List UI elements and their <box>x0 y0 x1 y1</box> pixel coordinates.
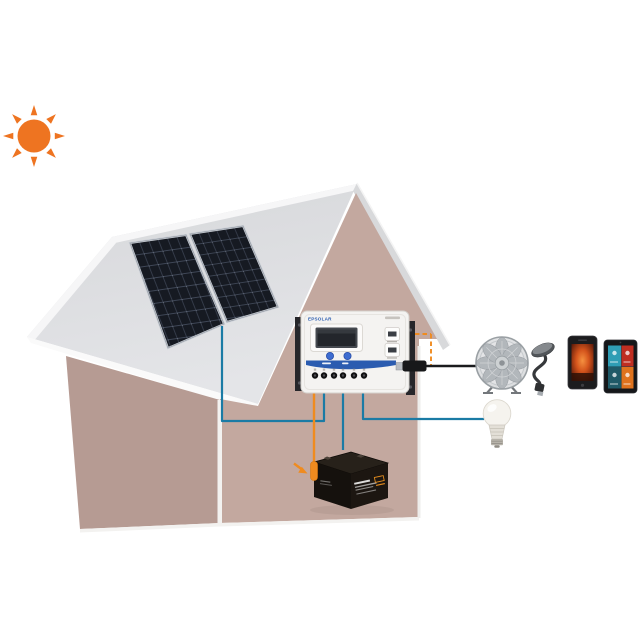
bulb-screw-threads <box>491 440 503 444</box>
bulb-screw-base <box>491 439 503 446</box>
controller-bracket-right <box>406 321 415 395</box>
battery-terminal-positive <box>356 454 365 458</box>
usb-port-bottom-slot <box>388 347 397 353</box>
tablet-camera <box>619 341 622 344</box>
led-bulb <box>482 399 512 448</box>
wall-corner-trim <box>217 400 222 523</box>
controller-button-right <box>343 351 352 360</box>
battery-right-face <box>351 463 388 509</box>
sun-icon <box>3 105 65 167</box>
battery-label-side <box>319 480 332 486</box>
bracket-screw <box>297 381 302 385</box>
battery-left-face <box>314 462 351 509</box>
phone-earpiece <box>578 339 587 341</box>
band-label-mark <box>322 362 331 365</box>
roof-back-rake-trim <box>27 237 116 342</box>
brand-logo: EPSOLAR <box>308 317 332 322</box>
lamp-usb-tip <box>537 391 544 397</box>
charge-controller: EPSOLAR <box>295 310 415 395</box>
bracket-screw <box>297 323 302 327</box>
lcd-glare <box>317 329 356 334</box>
battery <box>310 451 394 515</box>
roof-ridge-trim <box>112 184 357 243</box>
tablet-tile-teal <box>608 345 621 367</box>
phone-screen-skyline <box>571 373 594 381</box>
load-wire-to-bulb <box>361 392 484 421</box>
gable-right-edge-trim <box>417 346 421 518</box>
bracket-screw <box>408 328 413 332</box>
terminal-icon-row <box>313 368 366 371</box>
flow-arrow-icon <box>293 462 308 474</box>
lamp-gooseneck <box>532 354 548 389</box>
front-wall <box>66 356 220 529</box>
lamp-usb-base <box>534 382 545 393</box>
usb-cable <box>395 360 477 372</box>
usb-ports <box>384 327 400 359</box>
pv-wire <box>220 326 326 423</box>
bracket-screw <box>408 385 413 389</box>
tablet <box>603 339 638 394</box>
usb-port-top-slot <box>388 331 397 337</box>
bulb-highlight <box>487 404 497 412</box>
tablet-tile-red <box>621 345 634 367</box>
roof-rake-highlight <box>356 182 451 346</box>
usb-plug-metal-tip <box>395 362 404 371</box>
bulb-contact-tip <box>494 445 500 448</box>
lamp-head <box>531 342 555 358</box>
usb-label-mark <box>387 341 397 343</box>
gable-base-trim <box>220 517 419 527</box>
phone-home-button <box>580 383 585 387</box>
bulb-glass <box>482 399 512 428</box>
sun-rays <box>3 105 65 167</box>
front-base-trim <box>80 523 220 533</box>
solar-panel-left-frame <box>129 234 225 349</box>
controller-button-left <box>325 351 334 360</box>
usb-plug-body <box>402 360 427 372</box>
battery-label-orange-box <box>373 475 385 483</box>
usb-label-mark <box>387 357 397 359</box>
usb-lamp <box>531 342 555 397</box>
battery-terminal-negative <box>323 456 332 460</box>
tablet-tile-orange <box>621 367 634 389</box>
roof-eave-fascia <box>27 337 258 411</box>
battery-label-orange-bar <box>375 482 385 486</box>
band-label-mark <box>342 362 349 365</box>
roof-rake-edge <box>353 183 450 350</box>
battery-label <box>354 475 385 495</box>
sun-disc <box>17 119 51 153</box>
model-text-mark <box>385 316 400 320</box>
terminal-row <box>311 372 368 379</box>
table-fan <box>475 336 529 394</box>
wiring <box>220 326 484 463</box>
tablet-tile-glyphs <box>610 350 631 385</box>
lcd-screen <box>317 329 356 346</box>
solar-array <box>128 224 280 350</box>
tablet-tile-navy <box>608 367 621 389</box>
house <box>27 182 451 533</box>
controller-bracket-left <box>295 317 304 391</box>
solar-panel-right-frame <box>189 225 279 323</box>
phone-screen <box>571 344 594 381</box>
controller-face-border <box>304 314 406 390</box>
battery-shadow <box>310 505 394 515</box>
fan-hub-cap <box>499 360 505 366</box>
bulb-heatsink-ribs <box>489 428 505 436</box>
battery-cable-lug <box>310 461 318 481</box>
smartphone <box>567 335 598 390</box>
